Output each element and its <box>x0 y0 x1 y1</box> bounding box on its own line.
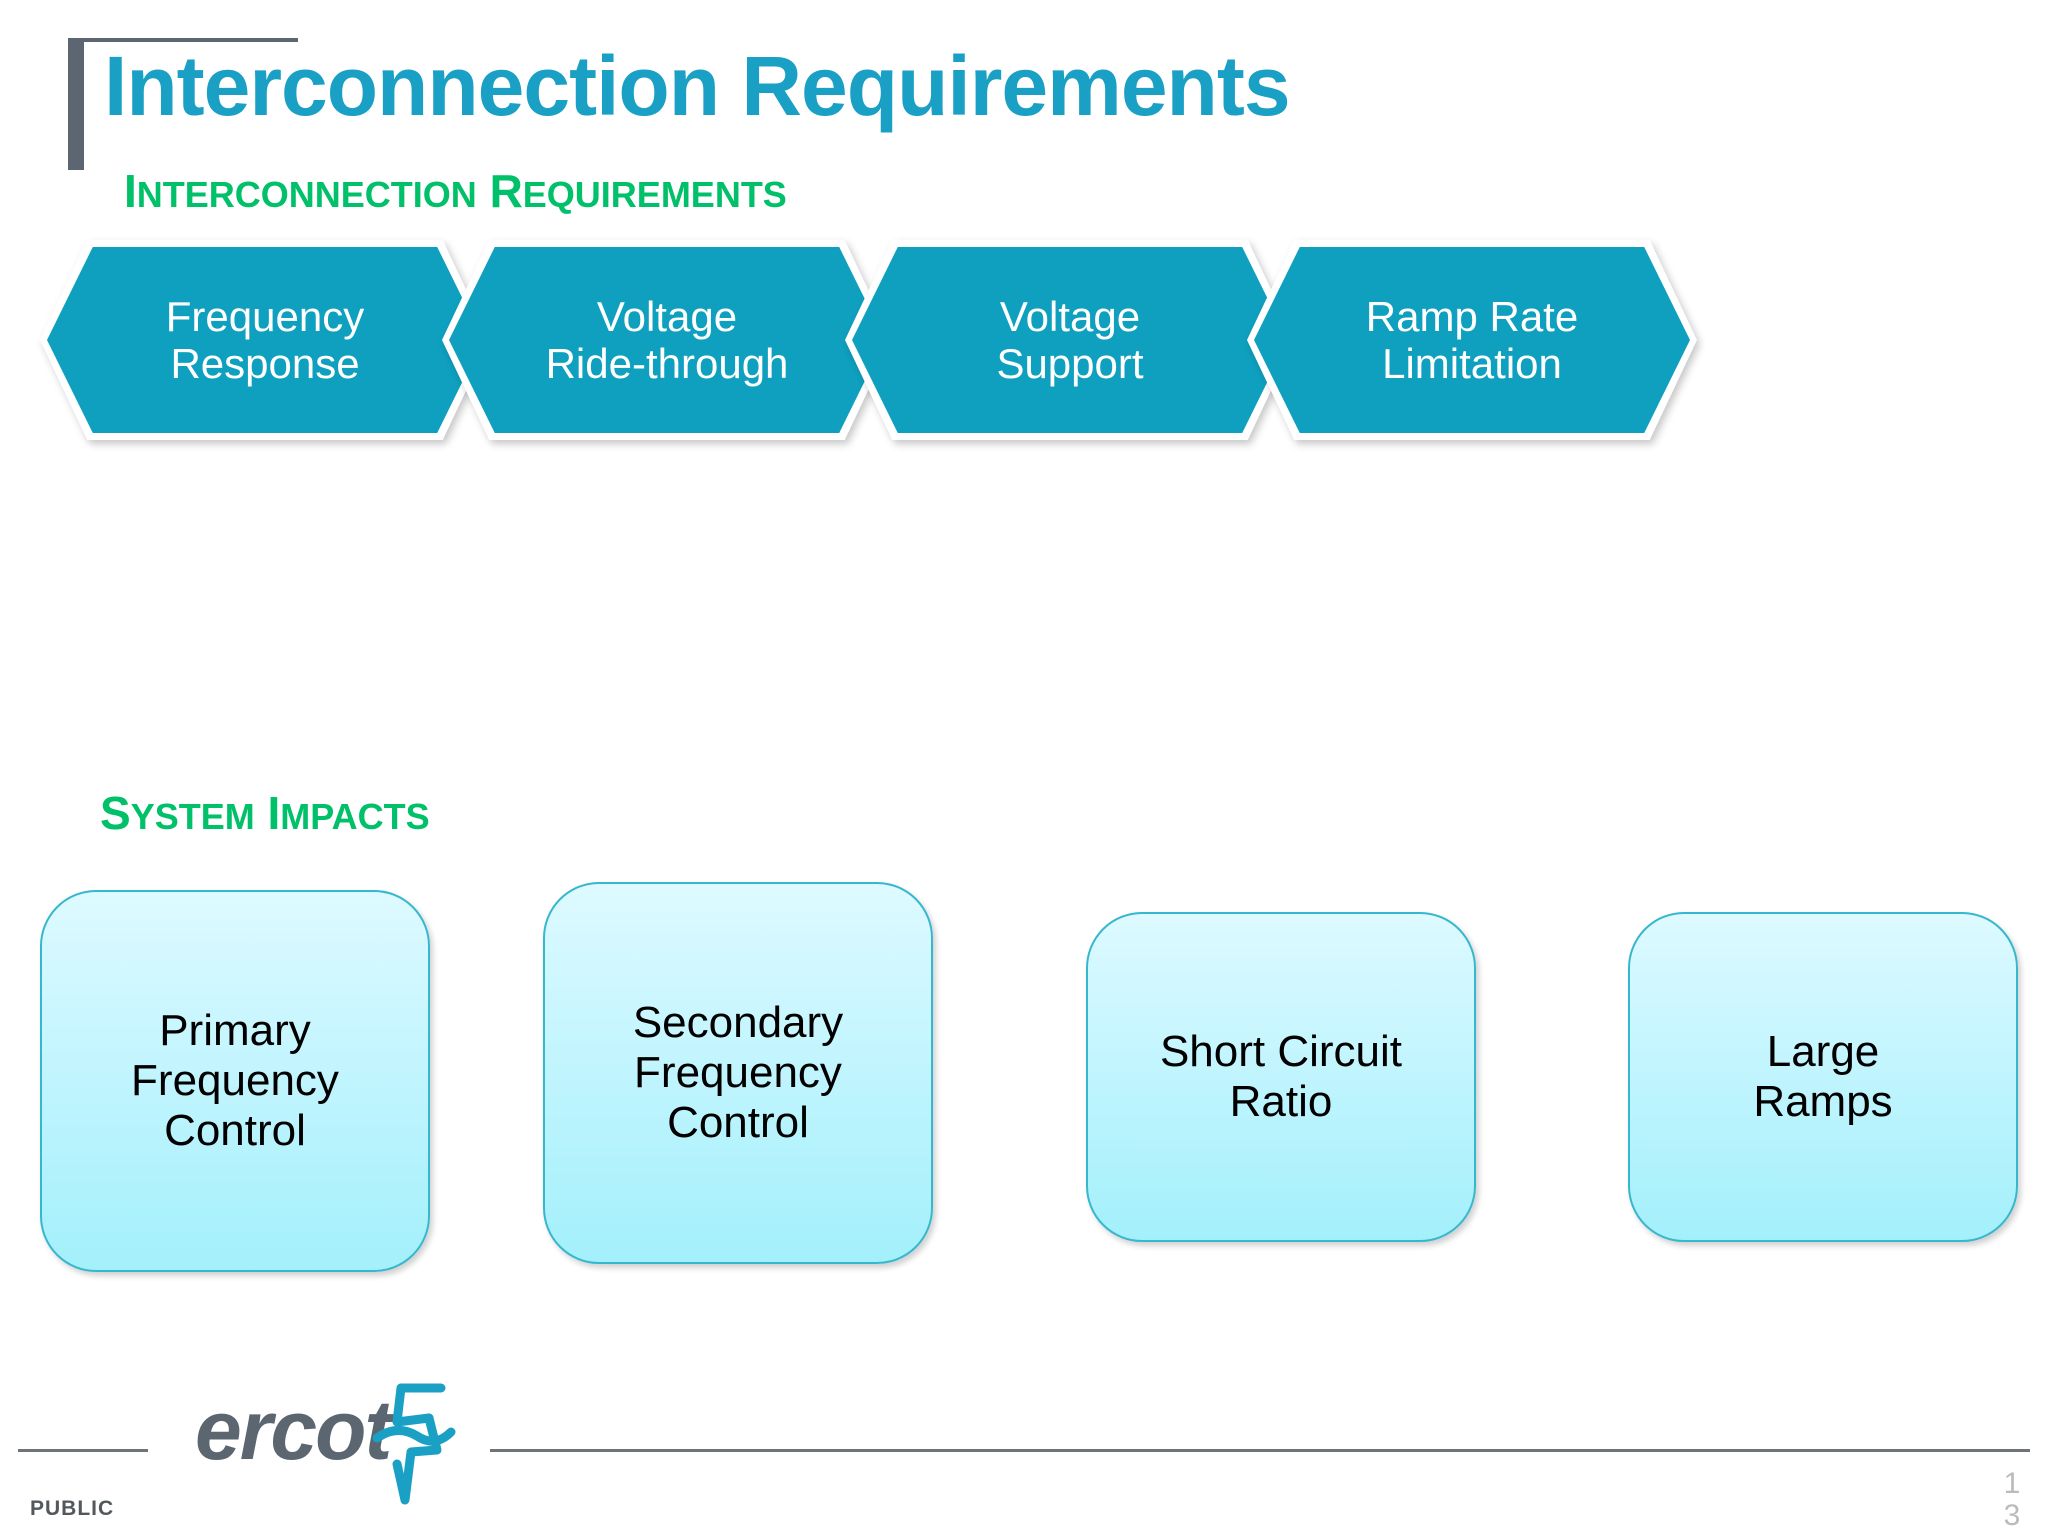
hexagon-label: Frequency Response <box>165 292 365 387</box>
ercot-wordmark: ercot <box>195 1383 392 1477</box>
slide-footer <box>0 1400 2048 1536</box>
heading-rest-2: MPACTS <box>280 796 430 837</box>
impact-box-label: Large Ramps <box>1753 1027 1893 1126</box>
impact-box-label: Primary Frequency Control <box>131 1006 339 1155</box>
hexagon-fill <box>449 247 885 433</box>
heading-rest-1: YSTEM <box>130 796 255 837</box>
heading-lead-cap-2: R <box>489 165 523 217</box>
hexagon-voltage-ride-through[interactable]: Voltage Ride-through <box>442 240 892 440</box>
interconnection-requirements-row: Frequency Response Voltage Ride-through … <box>0 240 2048 460</box>
title-accent-bar-horizontal <box>68 38 298 42</box>
section-heading-system-impacts: SYSTEM IMPACTS <box>100 790 430 836</box>
system-impacts-row: Primary Frequency Control Secondary Freq… <box>0 882 2048 1280</box>
slide-header: Interconnection Requirements <box>0 0 2048 190</box>
impact-box-label: Short Circuit Ratio <box>1159 1027 1403 1126</box>
hexagon-frequency-response[interactable]: Frequency Response <box>40 240 490 440</box>
hexagon-label: Ramp Rate Limitation <box>1365 292 1579 387</box>
hexagon-fill <box>1254 247 1690 433</box>
section-heading-interconnection-requirements: INTERCONNECTION REQUIREMENTS <box>124 168 787 214</box>
page-number-line-2: 3 <box>2003 1498 2021 1532</box>
hexagon-label: Voltage Support <box>996 292 1144 387</box>
page-title: Interconnection Requirements <box>104 39 1291 133</box>
impact-box-secondary-frequency-control[interactable]: Secondary Frequency Control <box>543 882 933 1264</box>
page-number-line-1: 1 <box>2003 1467 2021 1500</box>
lightning-bolt-icon <box>367 1378 457 1508</box>
heading-rest-1: NTERCONNECTION <box>136 174 477 215</box>
impact-box-label: Secondary Frequency Control <box>632 998 844 1147</box>
hexagon-fill <box>852 247 1288 433</box>
page-number: 1 3 <box>1992 1468 2032 1531</box>
footer-divider-right <box>490 1449 2030 1452</box>
heading-rest-2: EQUIREMENTS <box>522 174 787 215</box>
heading-lead-cap-2: I <box>267 787 281 839</box>
title-accent-bar-vertical <box>68 38 84 170</box>
hexagon-ramp-rate-limitation[interactable]: Ramp Rate Limitation <box>1247 240 1697 440</box>
classification-label: PUBLIC <box>30 1497 115 1520</box>
hexagon-label: Voltage Ride-through <box>545 292 789 387</box>
impact-box-primary-frequency-control[interactable]: Primary Frequency Control <box>40 890 430 1272</box>
impact-box-large-ramps[interactable]: Large Ramps <box>1628 912 2018 1242</box>
impact-box-short-circuit-ratio[interactable]: Short Circuit Ratio <box>1086 912 1476 1242</box>
hexagon-fill <box>47 247 483 433</box>
ercot-logo: ercot <box>195 1378 457 1510</box>
hexagon-voltage-support[interactable]: Voltage Support <box>845 240 1295 440</box>
heading-lead-cap-1: S <box>100 787 131 839</box>
footer-divider-left <box>18 1449 148 1452</box>
heading-lead-cap-1: I <box>124 165 137 217</box>
